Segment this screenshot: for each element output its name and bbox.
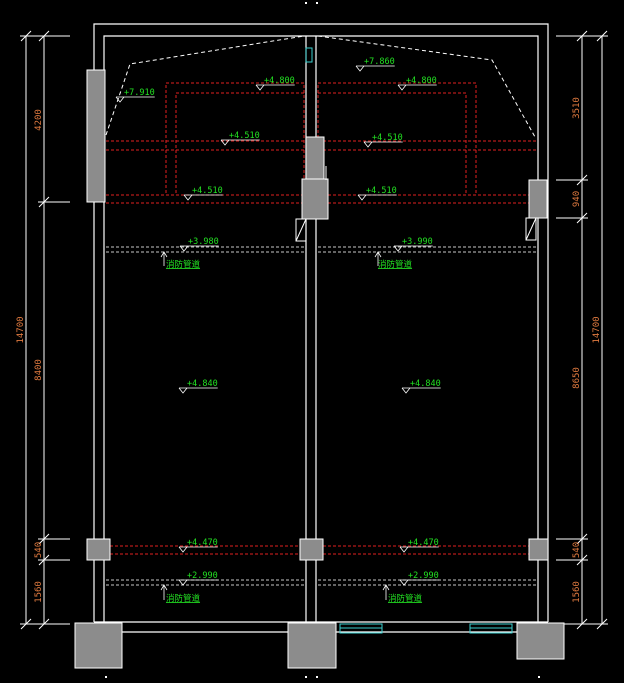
column-right-lower	[528, 538, 549, 561]
pipe-note: 消防管道	[166, 259, 201, 270]
level-triangle-icon	[355, 65, 365, 72]
level-triangle-icon	[220, 139, 230, 146]
column-right-upper	[528, 179, 548, 219]
edge-dots	[105, 2, 540, 678]
level-markers	[115, 65, 441, 586]
level-label: +4.510	[229, 131, 260, 141]
level-triangle-icon	[401, 387, 411, 394]
level-label: +4.840	[410, 379, 441, 389]
column-left-upper	[86, 69, 106, 203]
left-dimension-lines	[20, 30, 70, 630]
level-label: +4.840	[187, 379, 218, 389]
pipe-note: 消防管道	[166, 593, 201, 604]
level-triangle-icon	[363, 141, 373, 148]
level-triangle-icon	[183, 194, 193, 201]
right-dimension-lines	[556, 30, 608, 630]
column-center-mid	[301, 178, 329, 220]
level-triangle-icon	[397, 84, 407, 91]
left-dim-segment-3: 540	[34, 542, 44, 558]
level-label: +4.470	[408, 538, 439, 548]
level-label: +3.980	[188, 237, 219, 247]
level-label: +7.910	[124, 88, 155, 98]
level-triangle-icon	[178, 579, 188, 586]
column-center-lower	[299, 538, 324, 561]
pipe-lines	[106, 246, 536, 586]
right-dim-segment-1: 3510	[572, 97, 582, 119]
level-triangle-icon	[399, 546, 409, 553]
left-dim-segment-2: 8400	[34, 359, 44, 381]
top-door	[305, 47, 313, 63]
windows	[339, 623, 513, 634]
roof-profile	[105, 35, 536, 138]
pipe-note: 消防管道	[388, 593, 423, 604]
level-label: +3.990	[402, 237, 433, 247]
level-triangle-icon	[399, 579, 409, 586]
note-leaders	[160, 251, 390, 600]
footing-center	[287, 622, 337, 669]
left-dim-segment-1: 4200	[34, 109, 44, 131]
level-label: +7.860	[364, 57, 395, 67]
right-dim-segment-3: 8650	[572, 367, 582, 389]
level-label: +4.470	[187, 538, 218, 548]
right-dim-segment-4: 540	[572, 542, 582, 558]
right-dim-overall: 14700	[592, 316, 602, 343]
footing-right	[516, 622, 565, 660]
columns	[74, 69, 565, 669]
level-triangle-icon	[393, 245, 403, 252]
level-label: +2.990	[187, 571, 218, 581]
column-left-lower	[86, 538, 111, 561]
footing-left	[74, 622, 123, 669]
level-triangle-icon	[179, 245, 189, 252]
level-triangle-icon	[255, 84, 265, 91]
level-triangle-icon	[178, 546, 188, 553]
level-triangle-icon	[115, 96, 125, 103]
level-label: +4.510	[372, 133, 403, 143]
level-label: +4.800	[406, 76, 437, 86]
level-triangle-icon	[178, 387, 188, 394]
level-triangle-icon	[357, 194, 367, 201]
left-dim-segment-4: 1560	[34, 581, 44, 603]
brace-details	[295, 166, 537, 242]
level-label: +2.990	[408, 571, 439, 581]
right-dim-segment-5: 1560	[572, 581, 582, 603]
pipe-note: 消防管道	[378, 259, 413, 270]
level-label: +4.800	[264, 76, 295, 86]
beam-lines	[106, 82, 536, 555]
right-dim-segment-2: 940	[572, 191, 582, 207]
level-label: +4.510	[192, 186, 223, 196]
level-label: +4.510	[366, 186, 397, 196]
left-dim-overall: 14700	[16, 316, 26, 343]
